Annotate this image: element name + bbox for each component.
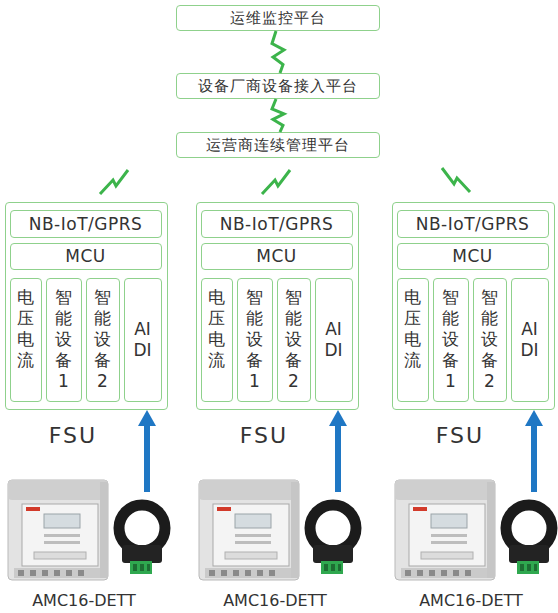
port-box: 电压电流 bbox=[397, 278, 429, 402]
module-box: NB-IoT/GPRS bbox=[397, 210, 549, 238]
wireless-link bbox=[272, 99, 284, 132]
node-text: MCU bbox=[65, 246, 105, 266]
port-box: 智能设备1 bbox=[433, 278, 469, 402]
node-text: NB-IoT/GPRS bbox=[416, 214, 530, 234]
node-label: FSU bbox=[197, 423, 331, 448]
wireless-symbol bbox=[262, 170, 290, 194]
arrow-shaft bbox=[531, 425, 537, 492]
meter-device: AMC16-DETT bbox=[392, 492, 550, 613]
node-label: AMC16-DETT bbox=[5, 591, 163, 610]
node-text: MCU bbox=[256, 246, 296, 266]
node-text: 智能设备1 bbox=[441, 287, 461, 392]
module-box: MCU bbox=[201, 243, 353, 270]
arrow-head bbox=[525, 410, 543, 426]
fsu-box: FSUNB-IoT/GPRSMCU电压电流智能设备1智能设备2AI DI bbox=[5, 202, 168, 410]
arrow-head bbox=[329, 410, 347, 426]
meter-picture bbox=[199, 480, 356, 580]
node-text: NB-IoT/GPRS bbox=[220, 214, 334, 234]
signal-arrow bbox=[138, 410, 156, 492]
node-text: 电压电流 bbox=[403, 287, 423, 371]
node-label: AMC16-DETT bbox=[196, 591, 354, 610]
node-text: 智能设备2 bbox=[93, 287, 113, 392]
port-box: 智能设备2 bbox=[86, 278, 120, 402]
port-box: 智能设备2 bbox=[277, 278, 311, 402]
port-box: 智能设备2 bbox=[473, 278, 507, 402]
port-box: AI DI bbox=[124, 278, 162, 402]
arrow-shaft bbox=[335, 425, 341, 492]
node-text: MCU bbox=[452, 246, 492, 266]
port-box: AI DI bbox=[315, 278, 353, 402]
node-text: 智能设备2 bbox=[284, 287, 304, 392]
platform-box: 运维监控平台 bbox=[176, 5, 380, 31]
node-label: FSU bbox=[6, 423, 140, 448]
port-box: AI DI bbox=[511, 278, 549, 402]
platform-box: 运营商连续管理平台 bbox=[176, 132, 380, 158]
platform-box: 设备厂商设备接入平台 bbox=[176, 73, 380, 99]
wireless-symbol bbox=[442, 168, 470, 192]
module-box: NB-IoT/GPRS bbox=[201, 210, 353, 238]
port-box: 电压电流 bbox=[201, 278, 233, 402]
fsu-box: FSUNB-IoT/GPRSMCU电压电流智能设备1智能设备2AI DI bbox=[196, 202, 359, 410]
node-text: 运维监控平台 bbox=[230, 9, 326, 28]
meter-device: AMC16-DETT bbox=[196, 492, 354, 613]
node-text: 电压电流 bbox=[207, 287, 227, 371]
lightning-line bbox=[272, 31, 284, 73]
wireless-symbol bbox=[100, 170, 128, 194]
module-box: MCU bbox=[397, 243, 549, 270]
node-text: AI DI bbox=[131, 319, 155, 361]
node-text: 智能设备2 bbox=[480, 287, 500, 392]
arrow-head bbox=[138, 410, 156, 426]
node-text: NB-IoT/GPRS bbox=[29, 214, 143, 234]
fsu-box: FSUNB-IoT/GPRSMCU电压电流智能设备1智能设备2AI DI bbox=[392, 202, 555, 410]
port-box: 电压电流 bbox=[10, 278, 42, 402]
node-text: 设备厂商设备接入平台 bbox=[198, 77, 358, 96]
lightning-line bbox=[272, 99, 284, 132]
node-text: 电压电流 bbox=[16, 287, 36, 371]
port-box: 智能设备1 bbox=[46, 278, 82, 402]
node-label: AMC16-DETT bbox=[392, 591, 550, 610]
signal-arrow bbox=[329, 410, 347, 492]
meter-device: AMC16-DETT bbox=[5, 492, 163, 613]
node-text: 智能设备1 bbox=[54, 287, 74, 392]
module-box: MCU bbox=[10, 243, 162, 270]
node-text: 智能设备1 bbox=[245, 287, 265, 392]
node-text: AI DI bbox=[322, 319, 346, 361]
module-box: NB-IoT/GPRS bbox=[10, 210, 162, 238]
port-box: 智能设备1 bbox=[237, 278, 273, 402]
meter-picture bbox=[8, 480, 165, 580]
node-label: FSU bbox=[393, 423, 527, 448]
node-text: 运营商连续管理平台 bbox=[206, 136, 350, 155]
wireless-link bbox=[272, 31, 284, 73]
signal-arrow bbox=[525, 410, 543, 492]
node-text: AI DI bbox=[518, 319, 542, 361]
meter-picture bbox=[395, 480, 552, 580]
arrow-shaft bbox=[144, 425, 150, 492]
